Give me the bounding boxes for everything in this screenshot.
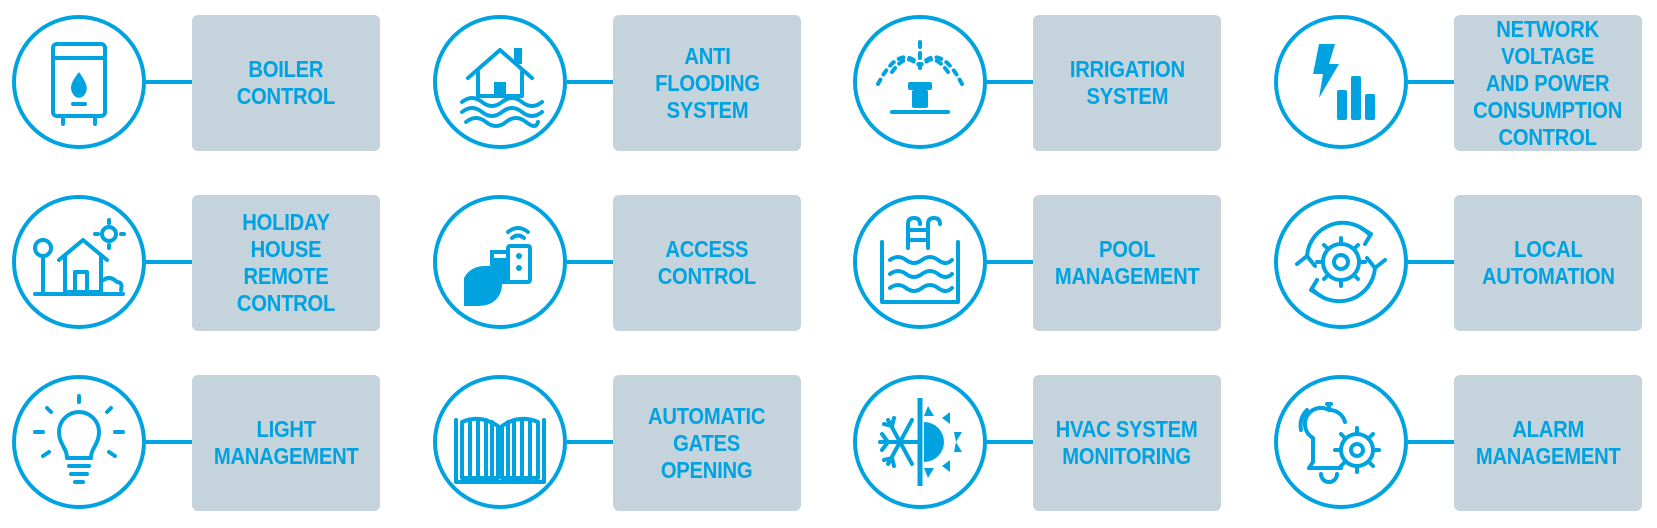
feature-label-text: NETWORK VOLTAGE AND POWER CONSUMPTION CO… [1473, 15, 1623, 150]
tile-access-control: ACCESS CONTROL [421, 195, 811, 335]
connector-line [567, 440, 613, 444]
icon-circle [12, 15, 146, 149]
connector-line [987, 80, 1033, 84]
icon-circle [433, 195, 567, 329]
feature-label: IRRIGATION SYSTEM [1033, 15, 1221, 151]
feature-label: POOL MANAGEMENT [1033, 195, 1221, 331]
icon-circle [853, 15, 987, 149]
feature-label-text: POOL MANAGEMENT [1054, 236, 1200, 289]
gear-cycle-icon [1295, 220, 1387, 304]
flooded-house-icon [460, 48, 544, 128]
feature-label: BOILER CONTROL [192, 15, 380, 151]
icon-circle [853, 375, 987, 509]
icon-circle [1274, 375, 1408, 509]
bell-gear-icon [1298, 402, 1381, 484]
pool-icon [880, 216, 960, 304]
connector-line [987, 260, 1033, 264]
connector-line [1408, 440, 1454, 444]
feature-label: HVAC SYSTEM MONITORING [1033, 375, 1221, 511]
tile-network-voltage: NETWORK VOLTAGE AND POWER CONSUMPTION CO… [1262, 15, 1652, 155]
tile-pool-management: POOL MANAGEMENT [841, 195, 1231, 335]
lightning-bars-icon [1313, 44, 1375, 120]
connector-line [987, 440, 1033, 444]
feature-label: LOCAL AUTOMATION [1454, 195, 1642, 331]
icon-circle [433, 375, 567, 509]
connector-line [1408, 260, 1454, 264]
icon-circle [433, 15, 567, 149]
connector-line [146, 440, 192, 444]
icon-circle [1274, 15, 1408, 149]
feature-label-text: HVAC SYSTEM MONITORING [1056, 416, 1198, 469]
feature-label: NETWORK VOLTAGE AND POWER CONSUMPTION CO… [1454, 15, 1642, 151]
connector-line [567, 80, 613, 84]
feature-label-text: BOILER CONTROL [236, 56, 336, 109]
feature-label: HOLIDAY HOUSE REMOTE CONTROL [192, 195, 380, 331]
tile-hvac-monitoring: HVAC SYSTEM MONITORING [841, 375, 1231, 515]
feature-label-text: HOLIDAY HOUSE REMOTE CONTROL [236, 209, 336, 316]
tile-local-automation: LOCAL AUTOMATION [1262, 195, 1652, 335]
feature-label: AUTOMATIC GATES OPENING [613, 375, 801, 511]
tile-automatic-gates: AUTOMATIC GATES OPENING [421, 375, 811, 515]
boiler-icon [51, 42, 107, 126]
connector-line [146, 80, 192, 84]
feature-label-text: LOCAL AUTOMATION [1481, 236, 1615, 289]
gate-icon [454, 416, 546, 484]
feature-label-text: LIGHT MANAGEMENT [213, 416, 359, 469]
icon-circle [853, 195, 987, 329]
feature-label: LIGHT MANAGEMENT [192, 375, 380, 511]
icon-circle [12, 195, 146, 329]
tile-boiler-control: BOILER CONTROL [0, 15, 390, 155]
tile-holiday-house: HOLIDAY HOUSE REMOTE CONTROL [0, 195, 390, 335]
feature-label-text: ACCESS CONTROL [657, 236, 757, 289]
tile-irrigation: IRRIGATION SYSTEM [841, 15, 1231, 155]
feature-label-text: IRRIGATION SYSTEM [1069, 56, 1185, 109]
feature-label: ALARM MANAGEMENT [1454, 375, 1642, 511]
feature-label: ANTI FLOODING SYSTEM [613, 15, 801, 151]
connector-line [567, 260, 613, 264]
sprinkler-icon [876, 40, 964, 114]
connector-line [1408, 80, 1454, 84]
light-bulb-icon [33, 394, 125, 484]
icon-circle [12, 375, 146, 509]
feature-label-text: ALARM MANAGEMENT [1475, 416, 1621, 469]
holiday-house-icon [33, 218, 126, 296]
icon-circle [1274, 195, 1408, 329]
snowflake-sun-icon [878, 398, 962, 486]
tile-anti-flooding: ANTI FLOODING SYSTEM [421, 15, 811, 155]
tile-light-management: LIGHT MANAGEMENT [0, 375, 390, 515]
connector-line [146, 260, 192, 264]
feature-label-text: ANTI FLOODING SYSTEM [654, 42, 760, 123]
access-card-icon [464, 226, 532, 306]
tile-alarm-management: ALARM MANAGEMENT [1262, 375, 1652, 515]
feature-label-text: AUTOMATIC GATES OPENING [648, 402, 766, 483]
feature-label: ACCESS CONTROL [613, 195, 801, 331]
